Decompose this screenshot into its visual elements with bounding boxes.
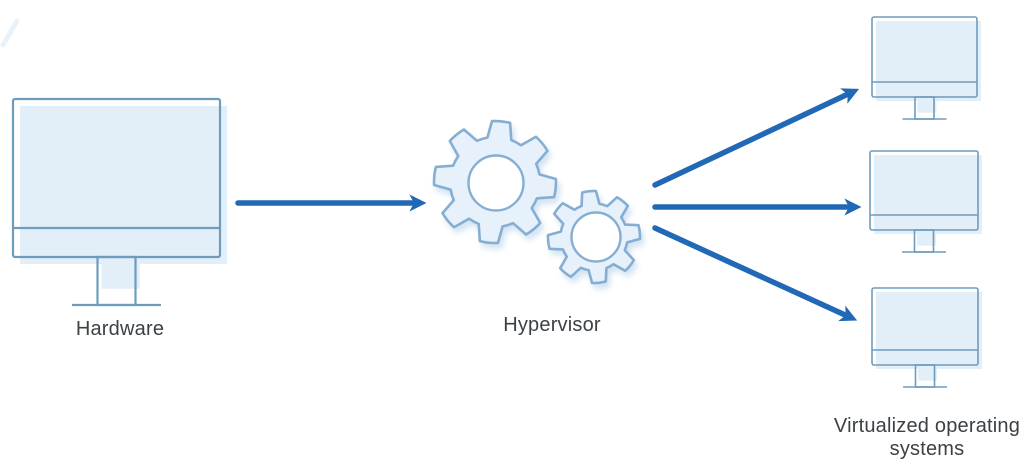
- flow-arrows: [235, 88, 862, 322]
- vm-monitor-icon-3: [871, 287, 982, 388]
- corner-decoration: [0, 18, 20, 48]
- vm-monitor-icon-1: [871, 16, 981, 120]
- gears-icon: [432, 119, 642, 285]
- vm-monitor-icon-2: [869, 150, 982, 253]
- desktop-monitor-icon: [11, 97, 227, 307]
- hypervisor-label: Hypervisor: [503, 314, 601, 336]
- virtualized-os-label: Virtualized operating systems: [833, 415, 1021, 460]
- hardware-label: Hardware: [75, 318, 165, 340]
